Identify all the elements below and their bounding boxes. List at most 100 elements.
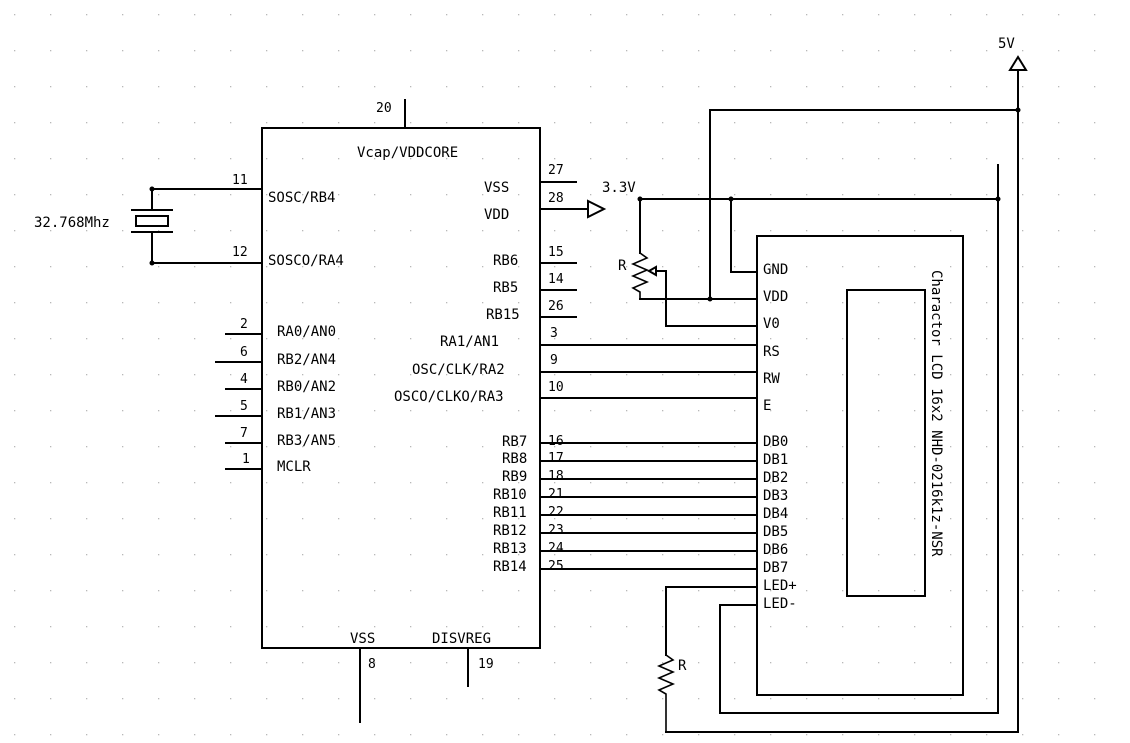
grid-dot xyxy=(770,50,772,52)
grid-dot xyxy=(914,626,916,628)
grid-dot xyxy=(50,734,52,736)
grid-dot xyxy=(806,14,808,16)
lcd-screen xyxy=(846,289,926,597)
mcu-vss-bottom-label: VSS xyxy=(350,631,375,647)
grid-dot xyxy=(518,338,520,340)
grid-dot xyxy=(1022,662,1024,664)
lcd-pin-db6: DB6 xyxy=(763,542,788,558)
grid-dot xyxy=(806,518,808,520)
grid-dot xyxy=(914,122,916,124)
grid-dot xyxy=(1022,266,1024,268)
lcd-pin-rw: RW xyxy=(763,371,780,387)
mcu-pin-3-number: 3 xyxy=(550,326,558,341)
grid-dot xyxy=(1058,194,1060,196)
grid-dot xyxy=(950,626,952,628)
grid-dot xyxy=(518,446,520,448)
grid-dot xyxy=(806,446,808,448)
grid-dot xyxy=(230,50,232,52)
grid-dot xyxy=(374,158,376,160)
grid-dot xyxy=(950,86,952,88)
grid-dot xyxy=(590,734,592,736)
grid-dot xyxy=(662,662,664,664)
grid-dot xyxy=(554,14,556,16)
mcu-pin-8-number: 8 xyxy=(368,657,376,672)
grid-dot xyxy=(662,446,664,448)
lcd-pin-db3: DB3 xyxy=(763,488,788,504)
grid-dot xyxy=(338,590,340,592)
mcu-pin-14-label: RB5 xyxy=(493,280,518,296)
grid-dot xyxy=(914,698,916,700)
grid-dot xyxy=(698,734,700,736)
grid-dot xyxy=(698,626,700,628)
grid-dot xyxy=(554,410,556,412)
grid-dot xyxy=(410,698,412,700)
grid-dot xyxy=(374,698,376,700)
crystal: 32.768Mhz xyxy=(34,188,173,264)
grid-dot xyxy=(410,590,412,592)
grid-dot xyxy=(590,698,592,700)
grid-dot xyxy=(626,554,628,556)
grid-dot xyxy=(122,122,124,124)
grid-dot xyxy=(338,50,340,52)
mcu-pin-27-label: VSS xyxy=(484,180,509,196)
grid-dot xyxy=(50,554,52,556)
grid-dot xyxy=(1058,554,1060,556)
grid-dot xyxy=(230,590,232,592)
grid-dot xyxy=(374,266,376,268)
grid-dot xyxy=(86,626,88,628)
grid-dot xyxy=(14,266,16,268)
grid-dot xyxy=(158,230,160,232)
grid-dot xyxy=(374,734,376,736)
grid-dot xyxy=(554,266,556,268)
grid-dot xyxy=(590,446,592,448)
grid-dot xyxy=(86,86,88,88)
grid-dot xyxy=(122,698,124,700)
grid-dot xyxy=(806,122,808,124)
grid-dot xyxy=(122,518,124,520)
grid-dot xyxy=(590,554,592,556)
mcu-pin-21-label: RB10 xyxy=(493,487,527,503)
grid-dot xyxy=(914,86,916,88)
grid-dot xyxy=(1094,302,1096,304)
grid-dot xyxy=(518,266,520,268)
grid-dot xyxy=(14,302,16,304)
grid-dot xyxy=(86,554,88,556)
grid-dot xyxy=(950,446,952,448)
grid-dot xyxy=(518,590,520,592)
grid-dot xyxy=(122,626,124,628)
grid-dot xyxy=(14,14,16,16)
grid-dot xyxy=(662,626,664,628)
grid-dot xyxy=(14,122,16,124)
grid-dot xyxy=(734,554,736,556)
grid-dot xyxy=(374,194,376,196)
grid-dot xyxy=(230,158,232,160)
grid-dot xyxy=(518,698,520,700)
grid-dot xyxy=(662,86,664,88)
grid-dot xyxy=(302,338,304,340)
grid-dot xyxy=(1094,734,1096,736)
grid-dot xyxy=(842,698,844,700)
grid-dot xyxy=(806,662,808,664)
grid-dot xyxy=(734,50,736,52)
grid-dot xyxy=(1022,590,1024,592)
mcu-pin-7-label: RB3/AN5 xyxy=(277,433,336,449)
grid-dot xyxy=(554,554,556,556)
grid-dot xyxy=(338,734,340,736)
mcu-pin-16-number: 16 xyxy=(548,434,564,449)
grid-dot xyxy=(914,230,916,232)
grid-dot xyxy=(986,698,988,700)
grid-dot xyxy=(374,374,376,376)
grid-dot xyxy=(770,122,772,124)
grid-dot xyxy=(770,446,772,448)
grid-dot xyxy=(950,734,952,736)
grid-dot xyxy=(806,590,808,592)
mcu-pin-22-number: 22 xyxy=(548,505,564,520)
grid-dot xyxy=(662,410,664,412)
grid-dot xyxy=(230,698,232,700)
grid-dot xyxy=(446,590,448,592)
grid-dot xyxy=(662,698,664,700)
grid-dot xyxy=(338,446,340,448)
grid-dot xyxy=(122,230,124,232)
grid-dot xyxy=(230,626,232,628)
grid-dot xyxy=(158,14,160,16)
